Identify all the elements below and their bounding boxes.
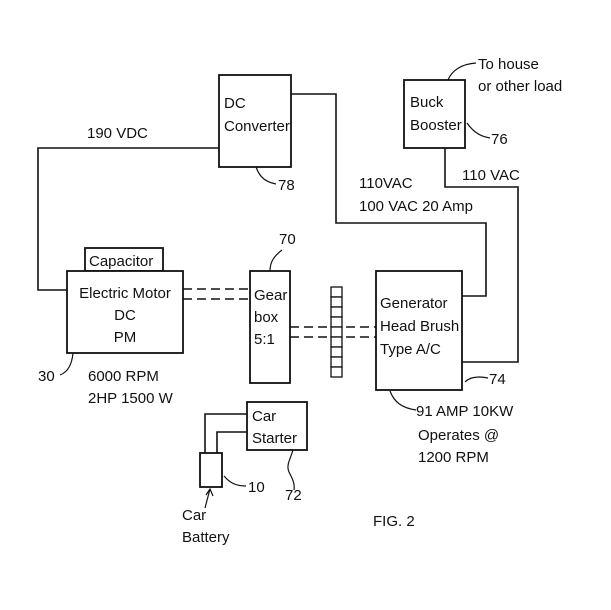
capacitor-label: Capacitor xyxy=(89,253,153,270)
motor-spec-rpm: 6000 RPM xyxy=(88,368,159,385)
gearbox-label-2: box xyxy=(254,309,279,326)
gear-box-block: Gear box 5:1 70 xyxy=(249,231,296,384)
generator-label-3: Type A/C xyxy=(380,341,441,358)
dc-converter-label-1: DC xyxy=(224,95,246,112)
electric-motor-block: Capacitor Electric Motor DC PM 30 6000 R… xyxy=(38,247,184,407)
spline-segment xyxy=(330,346,343,358)
wire-battery-to-starter-2 xyxy=(216,431,247,453)
spline-segment xyxy=(330,336,343,348)
output-label-2: or other load xyxy=(478,78,562,95)
wire-buck-booster-to-generator xyxy=(444,148,519,363)
spline-segment xyxy=(330,326,343,338)
buck-booster-label-1: Buck xyxy=(410,94,444,111)
shaft-coupling-spline xyxy=(330,286,343,378)
car-battery-block: 10 Car Battery xyxy=(182,452,265,546)
wire-dc-converter-to-generator xyxy=(291,93,487,297)
battery-label-2: Battery xyxy=(182,529,230,546)
battery-label-1: Car xyxy=(182,507,206,524)
generator-block: Generator Head Brush Type A/C 74 91 AMP … xyxy=(375,270,514,466)
buck-booster-block: Buck Booster 76 To house or other load xyxy=(403,56,562,149)
battery-ref: 10 xyxy=(248,479,265,496)
spline-segment xyxy=(330,316,343,328)
generator-spec-3: 1200 RPM xyxy=(418,449,489,466)
spline-segment xyxy=(330,366,343,378)
voltage-110vac-label: 110VAC xyxy=(359,175,413,192)
generator-label-2: Head Brush xyxy=(380,318,459,335)
wire-battery-to-starter-1 xyxy=(204,413,247,453)
gearbox-label-3: 5:1 xyxy=(254,331,275,348)
starter-label-1: Car xyxy=(252,408,276,425)
voltage-booster-110vac-label: 110 VAC xyxy=(462,167,520,184)
spline-segment xyxy=(330,356,343,368)
dc-converter-label-2: Converter xyxy=(224,118,290,135)
motor-ref: 30 xyxy=(38,368,55,385)
voltage-100vac-20amp-label: 100 VAC 20 Amp xyxy=(359,198,473,215)
motor-spec-power: 2HP 1500 W xyxy=(88,390,174,407)
generator-ref: 74 xyxy=(489,371,506,388)
generator-spec-1: 91 AMP 10KW xyxy=(416,403,514,420)
starter-ref: 72 xyxy=(285,487,302,504)
spline-segment xyxy=(330,286,343,298)
motor-label-3: PM xyxy=(114,329,137,346)
buck-booster-label-2: Booster xyxy=(410,117,462,134)
generator-spec-2: Operates @ xyxy=(418,427,499,444)
figure-caption: FIG. 2 xyxy=(373,513,415,530)
gearbox-label-1: Gear xyxy=(254,287,287,304)
gearbox-ref: 70 xyxy=(279,231,296,248)
starter-label-2: Starter xyxy=(252,430,297,447)
motor-label-1: Electric Motor xyxy=(79,285,171,302)
voltage-190vdc-label: 190 VDC xyxy=(87,125,148,142)
wire-motor-to-dc-converter xyxy=(37,147,219,291)
output-label-1: To house xyxy=(478,56,539,73)
spline-segment xyxy=(330,306,343,318)
spline-segment xyxy=(330,296,343,308)
car-starter-block: Car Starter 72 xyxy=(246,401,308,504)
dc-converter-block: DC Converter 78 xyxy=(218,74,295,194)
generator-label-1: Generator xyxy=(380,295,448,312)
buck-booster-ref: 76 xyxy=(491,131,508,148)
dc-converter-ref: 78 xyxy=(278,177,295,194)
motor-label-2: DC xyxy=(114,307,136,324)
